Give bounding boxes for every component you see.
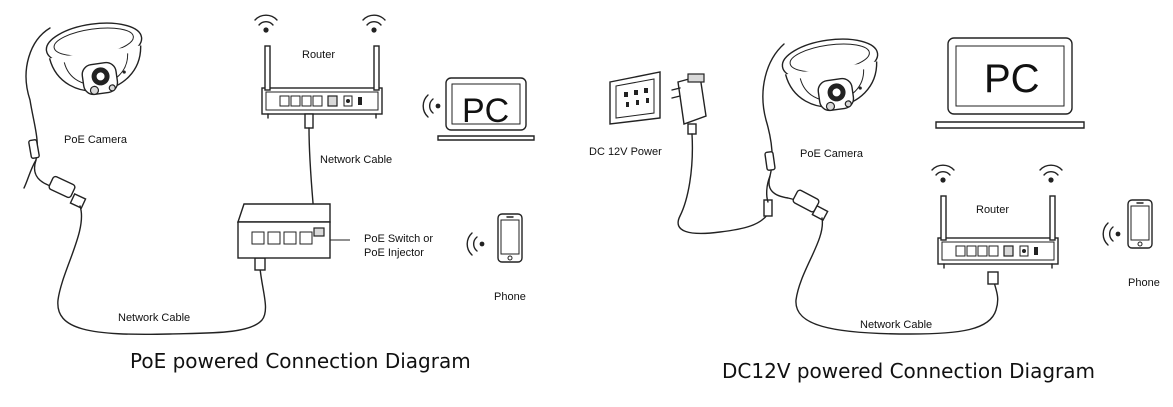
phone-label-right: Phone — [1128, 277, 1160, 289]
wall-outlet-icon — [609, 71, 661, 125]
router-label: Router — [302, 49, 335, 61]
poe-camera-icon — [42, 16, 150, 101]
network-cable-top-label: Network Cable — [320, 154, 392, 166]
right-diagram-caption: DC12V powered Connection Diagram — [722, 359, 1095, 383]
pc-text-right: PC — [984, 57, 1040, 101]
laptop-icon — [935, 37, 1085, 129]
router-label-right: Router — [976, 204, 1009, 216]
left-diagram-caption: PoE powered Connection Diagram — [130, 349, 471, 373]
wifi-icon — [931, 164, 955, 184]
right-diagram: DC 12V Power PoE Camera Network Cable PC — [589, 32, 1160, 383]
dc-power-label: DC 12V Power — [589, 146, 662, 158]
poe-camera-label-right: PoE Camera — [800, 148, 864, 160]
wifi-icon — [1039, 164, 1063, 184]
poe-switch-label-line2: PoE Injector — [364, 247, 424, 259]
wifi-icon — [466, 232, 486, 256]
phone-label: Phone — [494, 291, 526, 303]
poe-switch-icon — [237, 203, 331, 259]
wifi-icon — [422, 94, 442, 118]
network-cable-label-right: Network Cable — [860, 319, 932, 331]
pc-text: PC — [462, 92, 509, 130]
left-diagram: PoE Camera Network Cable Router Network … — [23, 14, 535, 373]
network-cable-bottom-line — [57, 205, 267, 336]
power-adapter-icon — [671, 73, 707, 135]
poe-camera-label: PoE Camera — [64, 134, 128, 146]
network-cable-bottom-label: Network Cable — [118, 312, 190, 324]
poe-camera-icon — [778, 32, 886, 117]
phone-icon — [1127, 199, 1153, 249]
wifi-icon — [254, 14, 278, 34]
wifi-icon — [362, 14, 386, 34]
wifi-icon — [1102, 222, 1122, 246]
poe-switch-label-line1: PoE Switch or — [364, 233, 433, 245]
phone-icon — [497, 213, 523, 263]
